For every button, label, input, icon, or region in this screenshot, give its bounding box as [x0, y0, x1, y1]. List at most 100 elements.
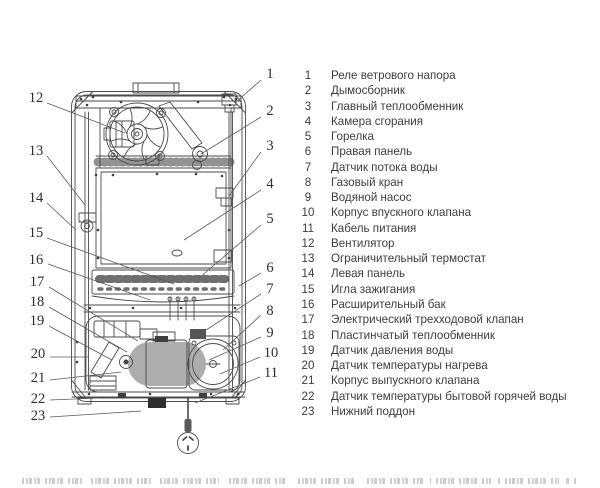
callout-number: 9: [266, 325, 273, 341]
part-label: Газовый кран: [331, 175, 404, 189]
part-number: 11: [301, 221, 315, 235]
parts-list-row: 12 Вентилятор: [295, 236, 595, 251]
callout-number: 7: [266, 281, 273, 297]
callout-number: 23: [31, 408, 46, 424]
callout-number: 20: [31, 346, 46, 362]
leader-line: [183, 189, 262, 241]
part-number: 3: [304, 99, 312, 113]
leader-line: [46, 102, 126, 134]
part-label: Вентилятор: [331, 236, 395, 250]
part-label: Датчик температуры нагрева: [331, 359, 488, 373]
parts-list-row: 2 Дымосборник: [295, 83, 595, 98]
part-label: Дымосборник: [331, 84, 405, 98]
part-label: Датчик температуры бытовой горячей воды: [331, 389, 567, 403]
callout-number: 10: [264, 345, 279, 361]
callout-number: 12: [29, 90, 44, 106]
cropped-watermark-text: [22, 478, 578, 484]
callout-number: 1: [266, 66, 273, 82]
leader-line: [46, 237, 175, 285]
part-number: 19: [301, 343, 315, 357]
part-number: 15: [301, 282, 315, 296]
part-label: Корпус впускного клапана: [331, 206, 472, 220]
screw-dots: [75, 95, 240, 396]
leader-line: [228, 151, 262, 197]
part-number: 16: [301, 297, 315, 311]
flue-collar: [75, 82, 242, 109]
leader-line: [46, 202, 77, 231]
part-number: 20: [301, 359, 315, 373]
callout-number: 17: [30, 274, 45, 290]
leader-line: [200, 116, 262, 155]
part-number: 8: [304, 175, 312, 189]
leader-line: [48, 306, 128, 353]
leader-line: [48, 286, 139, 342]
parts-list-row: 20 Датчик температуры нагрева: [295, 358, 595, 373]
part-number: 13: [301, 252, 315, 266]
part-number: 14: [301, 267, 315, 281]
part-number: 2: [304, 84, 312, 98]
callout-number: 6: [266, 260, 273, 276]
part-label: Расширительный бак: [331, 297, 446, 311]
callout-number: 4: [266, 176, 274, 192]
callout-number: 16: [29, 252, 44, 268]
parts-list-row: 19 Датчик давления воды: [295, 343, 595, 358]
part-number: 4: [304, 114, 312, 128]
part-label: Главный теплообменник: [331, 99, 464, 113]
parts-list-row: 16 Расширительный бак: [295, 297, 595, 312]
hydraulic-assembly: [85, 315, 241, 393]
callout-number: 3: [266, 138, 273, 154]
parts-list-row: 5 Горелка: [295, 129, 595, 144]
part-label: Корпус выпускного клапана: [331, 374, 480, 388]
part-label: Пластинчатый теплообменник: [331, 328, 495, 342]
leader-line: [47, 263, 151, 301]
leader-line: [198, 224, 262, 279]
part-number: 10: [301, 206, 315, 220]
callout-number: 18: [30, 294, 45, 310]
mid-divider: [83, 304, 241, 313]
callout-number: 22: [31, 391, 46, 407]
part-number: 5: [304, 130, 312, 144]
part-label: Горелка: [331, 130, 375, 144]
callout-number: 2: [266, 103, 273, 119]
part-number: 22: [301, 389, 315, 403]
burner: [91, 269, 235, 321]
parts-list-row: 15 Игла зажигания: [295, 282, 595, 297]
callout-number: 5: [266, 211, 273, 227]
bottom-rail: [71, 391, 246, 408]
power-cord-plug: [177, 396, 199, 454]
part-number: 9: [304, 191, 312, 205]
leader-line: [208, 336, 262, 361]
callout-number: 11: [264, 365, 278, 381]
part-label: Нижний поддон: [331, 404, 416, 418]
parts-list-row: 3 Главный теплообменник: [295, 99, 595, 114]
parts-list-row: 10 Корпус впускного клапана: [295, 205, 595, 220]
leader-line: [222, 314, 262, 351]
callout-number: 14: [29, 190, 44, 206]
callout-number: 8: [266, 303, 273, 319]
leader-line: [235, 79, 262, 103]
part-number: 17: [301, 313, 315, 327]
part-number: 6: [304, 145, 312, 159]
part-label: Игла зажигания: [331, 282, 416, 296]
part-number: 18: [301, 328, 315, 342]
part-label: Левая панель: [331, 267, 406, 281]
part-label: Датчик давления воды: [331, 343, 454, 357]
leader-line: [238, 272, 262, 287]
part-number: 12: [301, 236, 315, 250]
leader-line: [46, 155, 86, 206]
leader-lines: [46, 79, 262, 418]
water-pump: [187, 329, 240, 391]
callout-number: 15: [29, 225, 44, 241]
leader-line: [219, 356, 261, 375]
callout-number: 13: [29, 143, 44, 159]
part-label: Реле ветрового напора: [331, 69, 456, 82]
callout-number: 21: [31, 370, 46, 386]
